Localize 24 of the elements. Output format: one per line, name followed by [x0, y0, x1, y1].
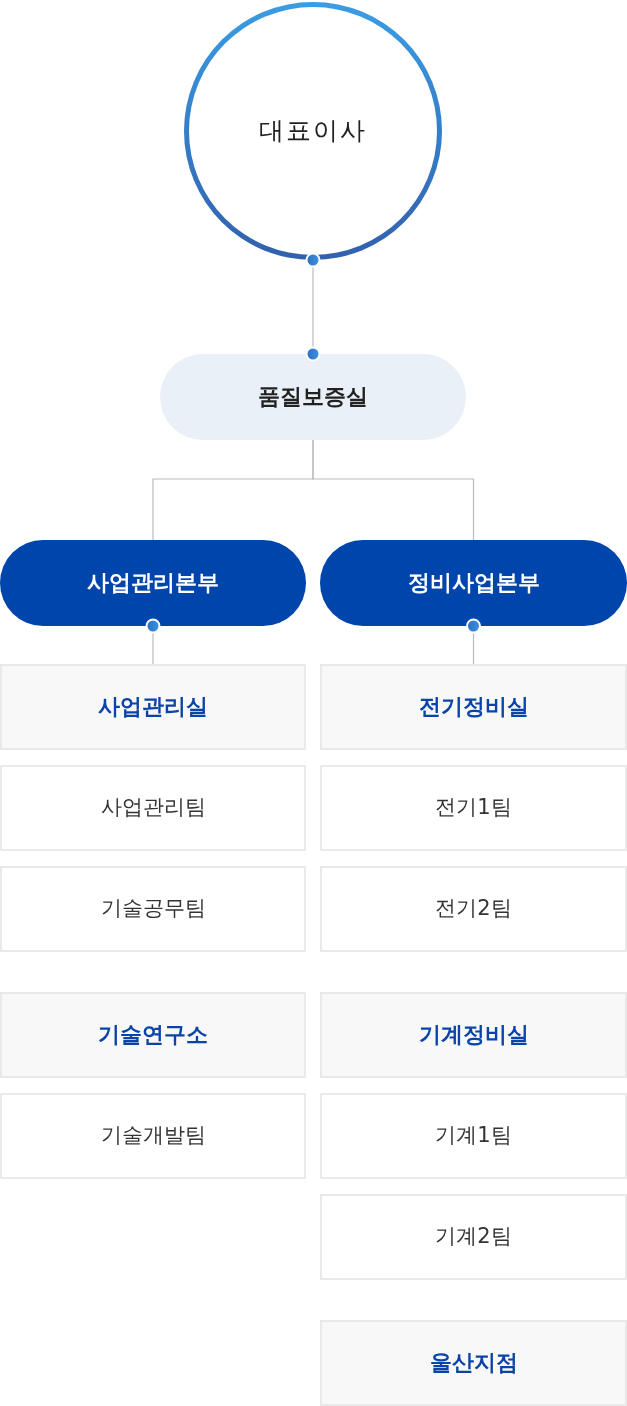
node-label: 전기2팀	[435, 896, 512, 922]
node-label: 전기1팀	[435, 795, 512, 821]
node-label: 기계정비실	[418, 1021, 529, 1049]
node-label: 사업관리실	[98, 693, 208, 721]
node-label: 대표이사	[259, 116, 367, 146]
node-label: 전기정비실	[418, 693, 529, 721]
connector-line	[466, 618, 481, 665]
node-label: 기계2팀	[435, 1224, 512, 1250]
node-label: 울산지점	[429, 1349, 518, 1377]
node-label: 정비사업본부	[407, 569, 540, 597]
node-label: 기술개발팀	[100, 1123, 206, 1149]
department-box	[320, 664, 627, 750]
node-label: 사업관리본부	[87, 569, 219, 597]
node-label: 기술공무팀	[100, 896, 206, 922]
pill-node	[0, 540, 306, 626]
pill-node	[320, 540, 627, 626]
node-label: 기계1팀	[435, 1123, 512, 1149]
node-label: 품질보증실	[258, 383, 368, 411]
node-label: 기술연구소	[98, 1021, 208, 1049]
connector-line	[145, 618, 161, 665]
connector-line	[305, 252, 321, 362]
connector-line	[312, 439, 475, 541]
node-label: 사업관리팀	[100, 795, 206, 821]
department-box	[0, 664, 306, 750]
